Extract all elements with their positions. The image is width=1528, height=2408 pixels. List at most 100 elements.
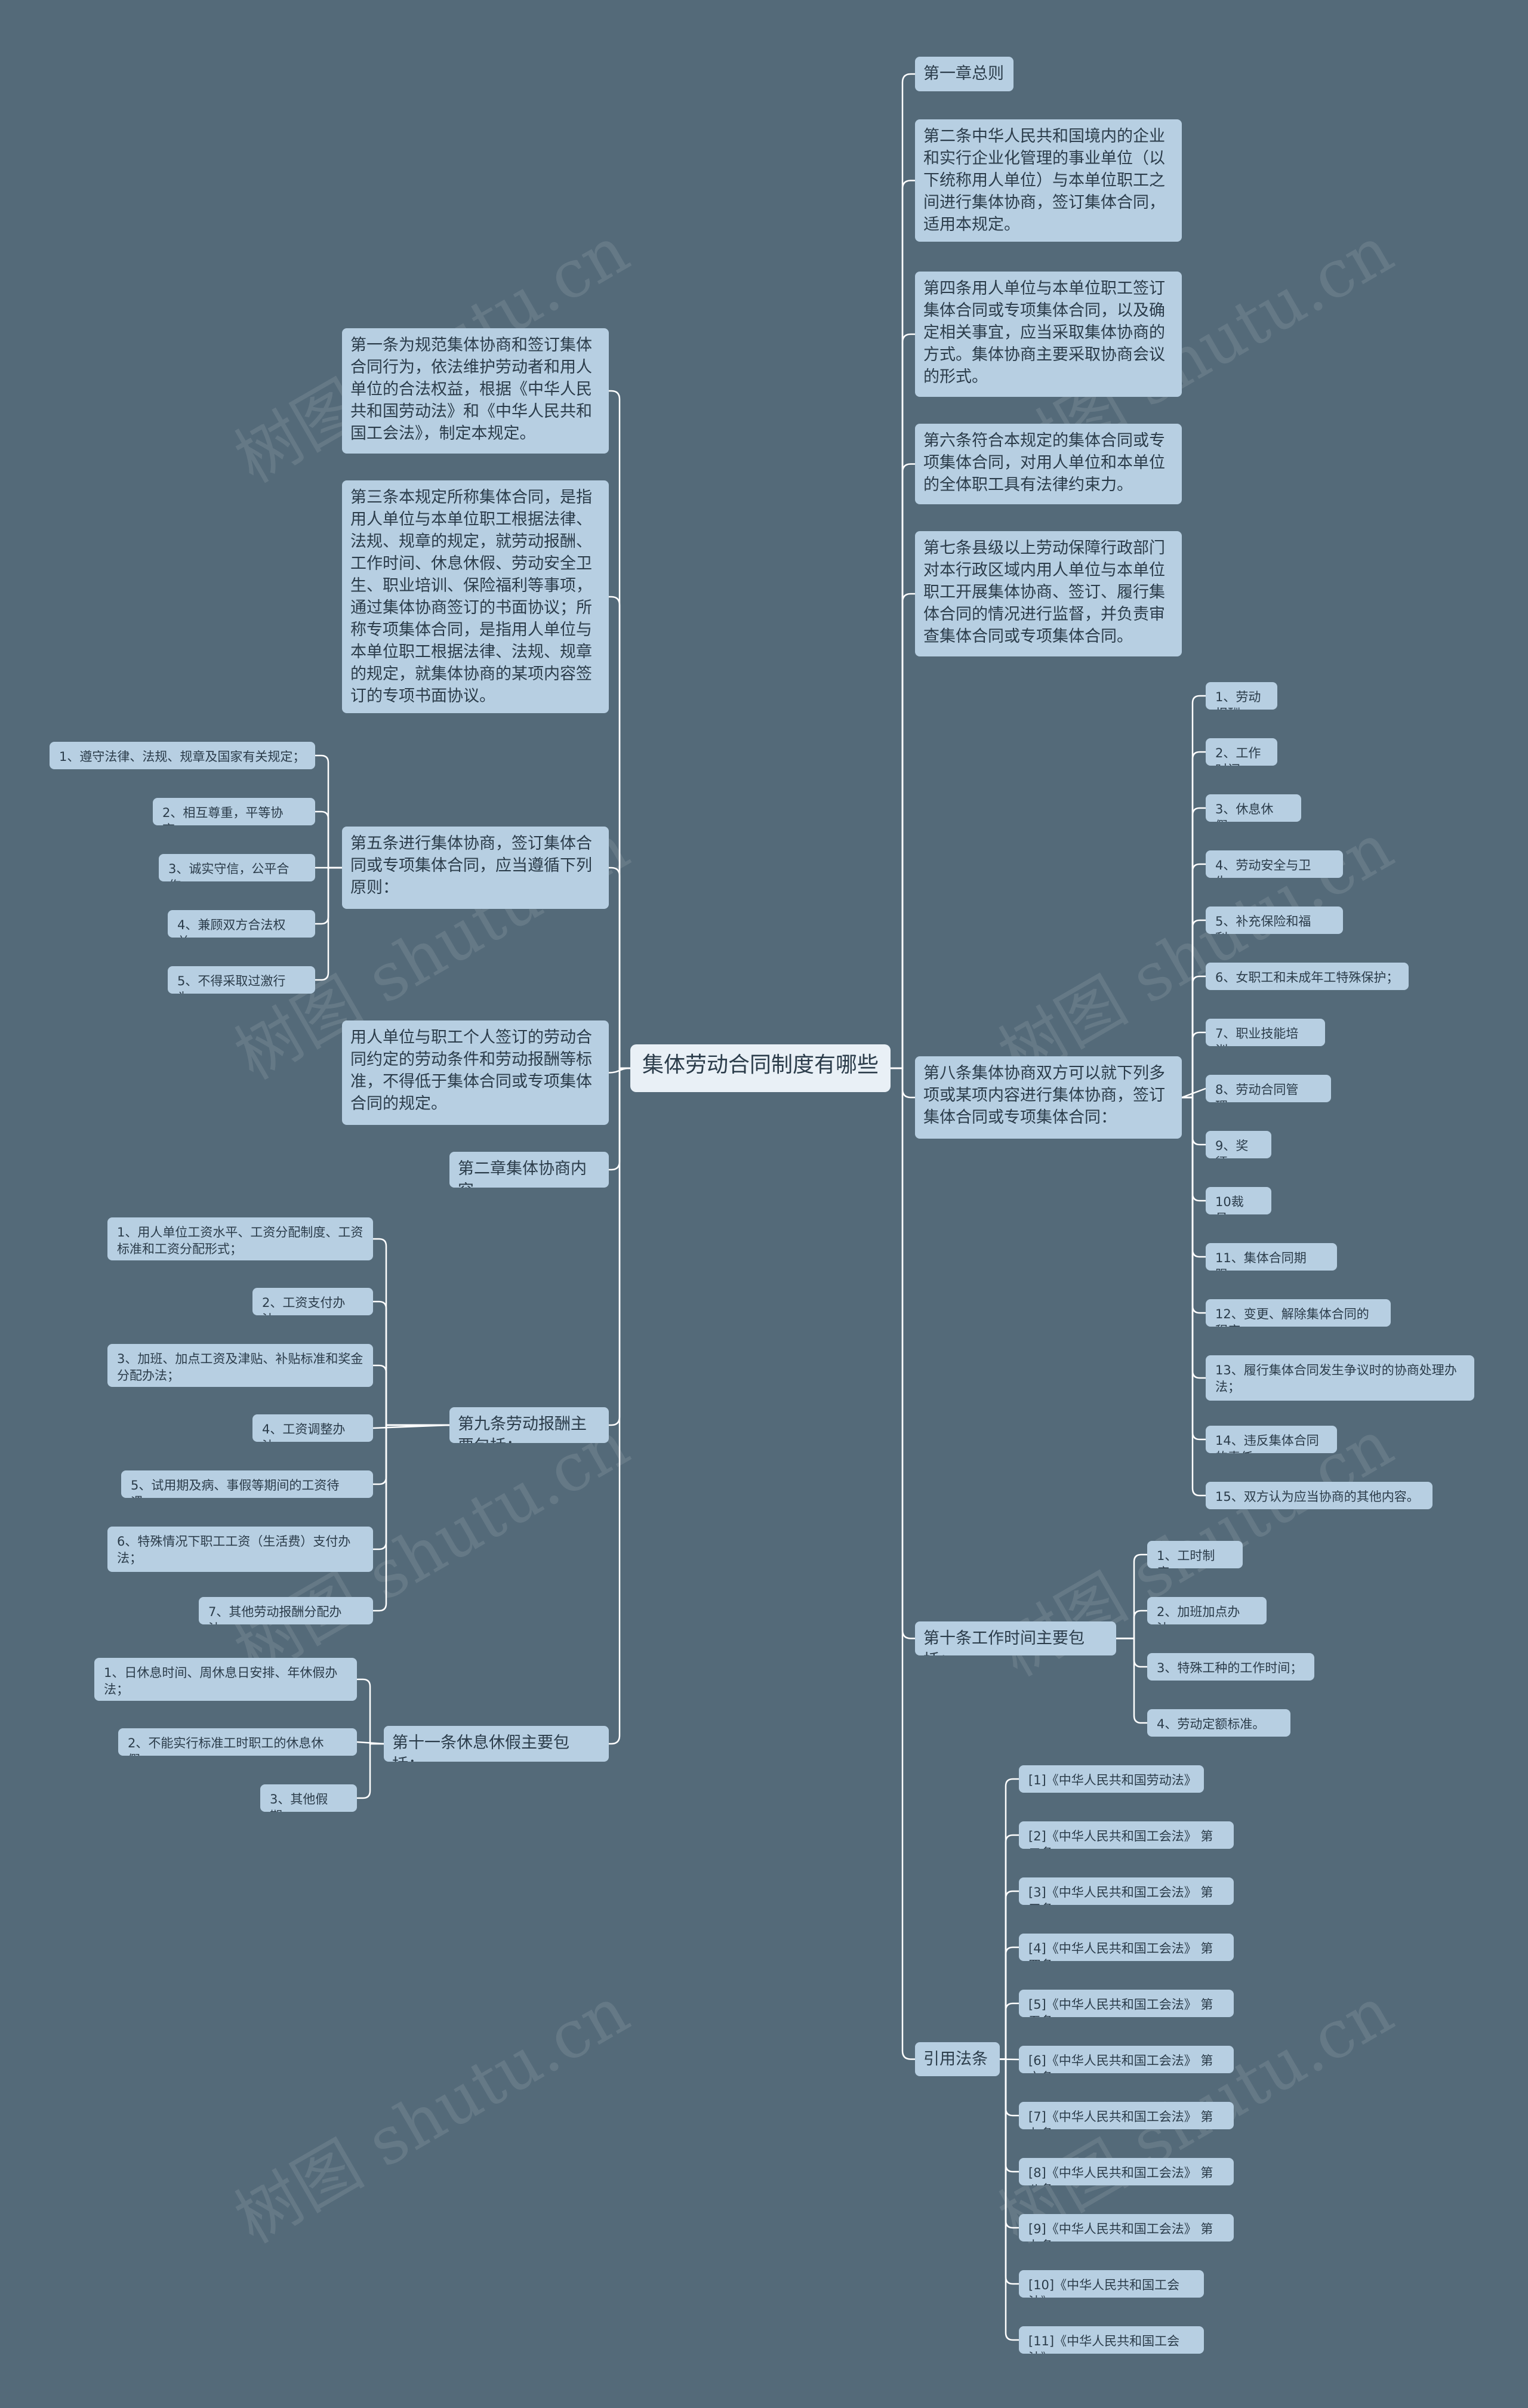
right-subtopic[interactable]: 11、集体合同期限；: [1206, 1243, 1337, 1271]
connector-line: [315, 754, 342, 869]
left-subtopic[interactable]: 3、加班、加点工资及津贴、补贴标准和奖金分配办法；: [107, 1344, 373, 1387]
connector-line: [1182, 1096, 1206, 1497]
connector-line: [1182, 751, 1206, 1099]
left-subtopic[interactable]: 1、日休息时间、周休息日安排、年休假办法；: [94, 1658, 357, 1701]
right-subtopic[interactable]: [6]《中华人民共和国工会法》 第六条: [1019, 2046, 1234, 2073]
left-topic[interactable]: 第三条本规定所称集体合同，是指用人单位与本单位职工根据法律、法规、规章的规定，就…: [342, 480, 609, 713]
right-subtopic[interactable]: [2]《中华人民共和国工会法》 第二条: [1019, 1821, 1234, 1849]
connector-line: [1182, 1096, 1206, 1258]
right-subtopic[interactable]: [5]《中华人民共和国工会法》 第五条: [1019, 1990, 1234, 2017]
right-topic[interactable]: 第二条中华人民共和国境内的企业和实行企业化管理的事业单位（以下统称用人单位）与本…: [915, 119, 1182, 242]
left-topic[interactable]: 第五条进行集体协商，签订集体合同或专项集体合同，应当遵循下列原则：: [342, 827, 609, 909]
connector-line: [609, 867, 630, 1069]
left-subtopic[interactable]: 7、其他劳动报酬分配办法。: [199, 1597, 373, 1624]
connector-line: [1000, 1946, 1019, 2060]
right-topic[interactable]: 第八条集体协商双方可以就下列多项或某项内容进行集体协商，签订集体合同或专项集体合…: [915, 1056, 1182, 1139]
left-subtopic[interactable]: 4、工资调整办法；: [252, 1414, 373, 1442]
left-topic[interactable]: 第一条为规范集体协商和签订集体合同行为，依法维护劳动者和用人单位的合法权益，根据…: [342, 328, 609, 454]
right-subtopic[interactable]: 2、工作时间；: [1206, 738, 1277, 766]
connector-line: [891, 180, 915, 1069]
connector-line: [1182, 1096, 1206, 1146]
connector-line: [373, 1238, 449, 1426]
right-subtopic[interactable]: 15、双方认为应当协商的其他内容。: [1206, 1482, 1432, 1509]
connector-line: [1000, 1890, 1019, 2060]
connector-line: [1182, 807, 1206, 1099]
right-subtopic[interactable]: 1、劳动报酬；: [1206, 682, 1277, 710]
connector-line: [1116, 1610, 1147, 1639]
connector-line: [891, 1067, 915, 2060]
right-topic[interactable]: 第四条用人单位与本单位职工签订集体合同或专项集体合同，以及确定相关事宜，应当采取…: [915, 272, 1182, 397]
left-subtopic[interactable]: 4、兼顾双方合法权益；: [168, 910, 315, 938]
connector-line: [1116, 1553, 1147, 1639]
right-subtopic[interactable]: 12、变更、解除集体合同的程序；: [1206, 1299, 1391, 1327]
right-subtopic[interactable]: 9、奖惩；: [1206, 1131, 1271, 1158]
connector-line: [315, 810, 342, 869]
connector-line: [891, 463, 915, 1069]
right-topic[interactable]: 第七条县级以上劳动保障行政部门对本行政区域内用人单位与本单位职工开展集体协商、签…: [915, 531, 1182, 656]
left-topic[interactable]: 第二章集体协商内容: [449, 1152, 609, 1188]
connector-line: [373, 1424, 449, 1612]
connector-line: [1182, 1096, 1206, 1379]
left-subtopic[interactable]: 2、相互尊重，平等协商；: [153, 798, 315, 825]
connector-line: [1182, 863, 1206, 1099]
connector-line: [891, 73, 915, 1069]
left-topic[interactable]: 第十一条休息休假主要包括：: [384, 1726, 609, 1762]
root-topic[interactable]: 集体劳动合同制度有哪些: [630, 1044, 891, 1092]
right-subtopic[interactable]: 3、特殊工种的工作时间；: [1147, 1653, 1314, 1681]
connector-line: [373, 1300, 449, 1426]
right-subtopic[interactable]: [10]《中华人民共和国工会法》: [1019, 2270, 1204, 2298]
connector-line: [609, 1067, 630, 1745]
connector-line: [373, 1364, 449, 1426]
right-subtopic[interactable]: [7]《中华人民共和国工会法》 第七条: [1019, 2102, 1234, 2129]
right-subtopic[interactable]: 14、违反集体合同的责任；: [1206, 1426, 1337, 1453]
right-subtopic[interactable]: 1、工时制度；: [1147, 1541, 1243, 1568]
connector-line: [1000, 2058, 1019, 2229]
connector-line: [1182, 919, 1206, 1099]
left-subtopic[interactable]: 1、用人单位工资水平、工资分配制度、工资标准和工资分配形式；: [107, 1217, 373, 1260]
right-subtopic[interactable]: 5、补充保险和福利；: [1206, 907, 1343, 934]
right-subtopic[interactable]: [4]《中华人民共和国工会法》 第四条: [1019, 1934, 1234, 1961]
left-subtopic[interactable]: 3、其他假期。: [260, 1784, 357, 1812]
connector-line: [1182, 1031, 1206, 1099]
left-subtopic[interactable]: 6、特殊情况下职工工资（生活费）支付办法；: [107, 1527, 373, 1572]
connector-line: [373, 1424, 449, 1550]
right-subtopic[interactable]: 8、劳动合同管理；: [1206, 1075, 1331, 1102]
right-subtopic[interactable]: 10裁员；: [1206, 1187, 1271, 1214]
right-subtopic[interactable]: [8]《中华人民共和国工会法》 第八条: [1019, 2158, 1234, 2185]
connector-line: [1000, 1778, 1019, 2060]
connector-line: [1000, 1834, 1019, 2060]
right-subtopic[interactable]: [1]《中华人民共和国劳动法》: [1019, 1765, 1204, 1793]
right-subtopic[interactable]: 3、休息休假；: [1206, 794, 1301, 822]
left-topic[interactable]: 第九条劳动报酬主要包括：: [449, 1407, 609, 1443]
connector-line: [1182, 975, 1206, 1099]
right-topic[interactable]: 引用法条: [915, 2042, 1000, 2076]
right-subtopic[interactable]: 4、劳动安全与卫生；: [1206, 850, 1343, 878]
connector-line: [891, 333, 915, 1069]
connector-line: [1182, 1096, 1206, 1314]
right-subtopic[interactable]: [11]《中华人民共和国工会法》: [1019, 2326, 1204, 2354]
connector-line: [1000, 2058, 1019, 2117]
left-topic[interactable]: 用人单位与职工个人签订的劳动合同约定的劳动条件和劳动报酬等标准，不得低于集体合同…: [342, 1020, 609, 1125]
right-subtopic[interactable]: 2、加班加点办法；: [1147, 1597, 1267, 1624]
right-topic[interactable]: 第十条工作时间主要包括：: [915, 1621, 1116, 1655]
connector-line: [1116, 1638, 1147, 1724]
connector-line: [1000, 2058, 1019, 2341]
left-subtopic[interactable]: 2、工资支付办法；: [252, 1288, 373, 1315]
left-subtopic[interactable]: 1、遵守法律、法规、规章及国家有关规定；: [50, 742, 315, 769]
left-subtopic[interactable]: 3、诚实守信，公平合作；: [159, 854, 315, 881]
connector-line: [357, 1678, 384, 1745]
connector-line: [1182, 1096, 1206, 1441]
right-subtopic[interactable]: [9]《中华人民共和国工会法》 第九条: [1019, 2214, 1234, 2241]
right-subtopic[interactable]: 6、女职工和未成年工特殊保护；: [1206, 963, 1409, 990]
left-subtopic[interactable]: 5、试用期及病、事假等期间的工资待遇；: [121, 1470, 373, 1498]
left-subtopic[interactable]: 2、不能实行标准工时职工的休息休假；: [118, 1728, 357, 1756]
right-topic[interactable]: 第一章总则: [915, 57, 1013, 91]
right-topic[interactable]: 第六条符合本规定的集体合同或专项集体合同，对用人单位和本单位的全体职工具有法律约…: [915, 424, 1182, 504]
right-subtopic[interactable]: 13、履行集体合同发生争议时的协商处理办法；: [1206, 1355, 1474, 1401]
right-subtopic[interactable]: 4、劳动定额标准。: [1147, 1709, 1290, 1737]
right-subtopic[interactable]: [3]《中华人民共和国工会法》 第三条: [1019, 1877, 1234, 1905]
left-subtopic[interactable]: 5、不得采取过激行为。: [168, 966, 315, 994]
right-subtopic[interactable]: 7、职业技能培训；: [1206, 1019, 1325, 1046]
connector-line: [609, 390, 630, 1069]
